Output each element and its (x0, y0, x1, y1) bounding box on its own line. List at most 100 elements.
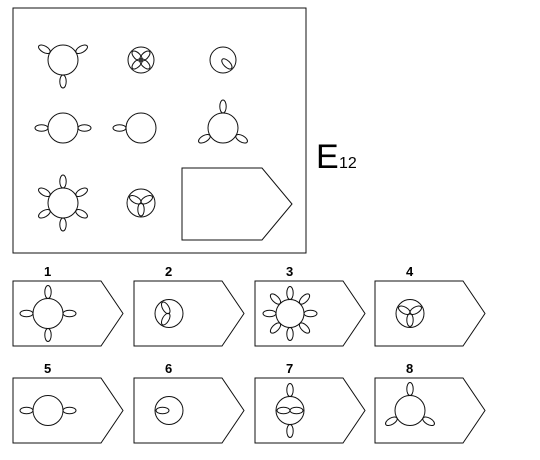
matrix-cell-6-ring (207, 112, 239, 144)
option-2-petal (160, 312, 171, 326)
matrix-cell-2-petal (139, 58, 151, 70)
answer-options: 1 2 3 4 5 6 7 8 (12, 264, 486, 444)
option-5-ring (32, 395, 64, 426)
puzzle-title-sub: 12 (339, 155, 357, 172)
option-frame (12, 377, 124, 444)
option-3[interactable]: 3 (254, 264, 366, 347)
option-label: 7 (286, 361, 293, 376)
option-label: 2 (165, 264, 172, 279)
puzzle-title: E (316, 138, 339, 176)
matrix-cell-4-ring (47, 112, 79, 144)
matrix-cell-4-petal (34, 124, 49, 132)
option-3-petal (298, 293, 311, 305)
option-label: 6 (165, 361, 172, 376)
option-1-petal (44, 328, 52, 342)
option-frame (374, 377, 486, 444)
matrix-cell-4-figure (34, 112, 92, 144)
matrix-cell-3-petal (221, 58, 233, 70)
matrix-cell-7-petal (59, 217, 67, 232)
option-7-petal (276, 406, 291, 415)
option-8-petal (385, 416, 398, 427)
matrix-cell-8-figure (126, 188, 156, 218)
option-8-figure (385, 382, 435, 427)
matrix-cell-1-ring (47, 44, 79, 76)
matrix-cell-7-petal (38, 208, 51, 219)
matrix-cell-5-ring (125, 112, 157, 144)
option-4-petal (398, 305, 411, 316)
option-8[interactable]: 8 (374, 361, 486, 444)
option-5-petal (62, 406, 77, 415)
option-6-petal (155, 406, 170, 415)
matrix-cells (34, 44, 248, 232)
option-4[interactable]: 4 (374, 264, 486, 347)
option-1-petal (19, 309, 34, 318)
option-7[interactable]: 7 (254, 361, 366, 444)
matrix-cell-2-ring (127, 46, 155, 74)
option-4-figure (395, 299, 425, 328)
matrix-cell-8-ring (126, 188, 156, 218)
option-3-petal (303, 309, 318, 318)
option-frame (254, 377, 366, 444)
matrix-cell-6-petal (235, 133, 248, 144)
option-3-petal (262, 309, 277, 318)
matrix-cell-2-petal (139, 50, 151, 62)
matrix-cell-5-petal (112, 124, 127, 132)
matrix-cell-2-petal (131, 58, 143, 70)
option-1-figure (19, 285, 77, 342)
option-frame (133, 280, 245, 347)
matrix-cell-6-petal (219, 99, 227, 114)
option-3-petal (298, 322, 311, 334)
option-3-petal (269, 293, 282, 305)
matrix-cell-7-petal (38, 187, 51, 198)
option-7-petal (286, 424, 294, 438)
option-4-ring (395, 299, 425, 328)
matrix-cell-3-ring (209, 46, 237, 74)
matrix-cell-2-petal (131, 50, 143, 62)
option-2-petal (160, 301, 171, 315)
option-frame (12, 280, 124, 347)
matrix-cell-1-petal (38, 44, 51, 55)
matrix-cell-6-figure (198, 99, 248, 144)
option-2[interactable]: 2 (133, 264, 245, 347)
option-2-figure (154, 299, 184, 328)
option-frame (374, 280, 486, 347)
option-5[interactable]: 5 (12, 361, 124, 444)
matrix-cell-1-figure (38, 44, 88, 89)
option-4-petal (409, 305, 422, 316)
option-6-ring (154, 396, 184, 425)
matrix-cell-1-petal (59, 74, 67, 89)
matrix-cell-8-petal (137, 202, 145, 217)
option-label: 1 (44, 264, 51, 279)
matrix-cell-2-figure (127, 46, 155, 74)
option-label: 8 (406, 361, 413, 376)
option-1-ring (32, 298, 64, 329)
matrix-cell-6-petal (198, 133, 211, 144)
option-8-ring (394, 395, 426, 426)
matrix-cell-5-figure (112, 112, 157, 144)
matrix-cell-8-petal (140, 194, 153, 205)
matrix-frame (12, 7, 307, 254)
matrix-cell-1-petal (75, 44, 88, 55)
matrix-cell-7-petal (75, 208, 88, 219)
option-1-petal (62, 309, 77, 318)
option-2-ring (154, 299, 184, 328)
matrix-cell-7-petal (75, 187, 88, 198)
option-1-petal (44, 285, 52, 299)
option-8-petal (406, 382, 414, 396)
option-7-petal (286, 383, 294, 397)
option-label: 3 (286, 264, 293, 279)
option-frame (133, 377, 245, 444)
option-3-petal (269, 322, 282, 334)
option-1[interactable]: 1 (12, 264, 124, 347)
option-label: 4 (406, 264, 414, 279)
option-6-figure (154, 396, 184, 425)
option-5-figure (19, 395, 77, 426)
matrix-cell-8-petal (129, 194, 142, 205)
matrix-cell-7-figure (38, 174, 88, 232)
option-6[interactable]: 6 (133, 361, 245, 444)
option-frame (254, 280, 366, 347)
option-5-petal (19, 406, 34, 415)
option-label: 5 (44, 361, 51, 376)
matrix-cell-3-figure (209, 46, 237, 74)
